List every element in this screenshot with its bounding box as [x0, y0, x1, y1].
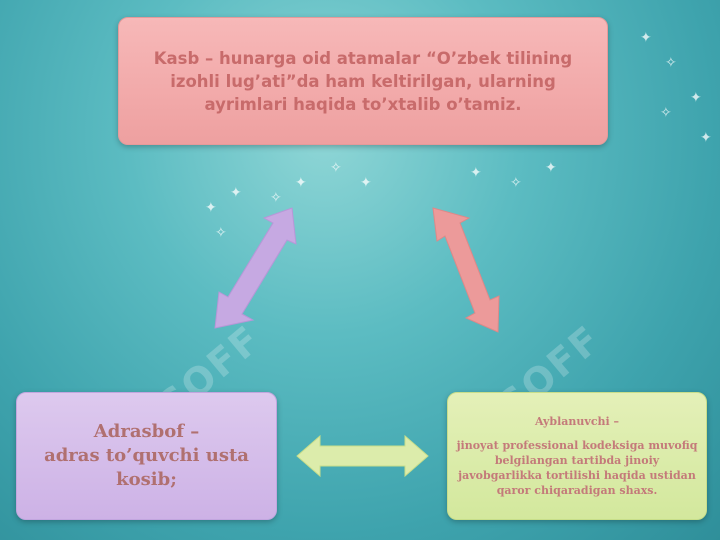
bird-icon: ✦ — [700, 130, 712, 146]
bird-icon: ✦ — [690, 90, 702, 106]
right-node-body: jinoyat professional kodeksiga muvofiq b… — [456, 439, 698, 497]
double-arrow-bottom — [296, 434, 429, 478]
bird-icon: ✦ — [230, 185, 242, 201]
bird-icon: ✧ — [660, 105, 672, 121]
top-node-text: Kasb – hunarga oid atamalar “O’zbek tili… — [153, 48, 573, 114]
bird-icon: ✦ — [205, 200, 217, 216]
bird-icon: ✦ — [545, 160, 557, 176]
bird-icon: ✦ — [295, 175, 307, 191]
bird-icon: ✦ — [470, 165, 482, 181]
left-node-body: adras to’quvchi usta kosib; — [44, 445, 249, 490]
top-node-box: Kasb – hunarga oid atamalar “O’zbek tili… — [118, 17, 608, 145]
bird-icon: ✧ — [510, 175, 522, 191]
bird-icon: ✦ — [360, 175, 372, 191]
bird-icon: ✧ — [665, 55, 677, 71]
right-node-box: Ayblanuvchi – jinoyat professional kodek… — [447, 392, 707, 520]
double-arrow-left — [214, 207, 297, 329]
left-node-title: Adrasbof – — [93, 421, 200, 442]
double-arrow-right — [432, 207, 500, 333]
right-node-title: Ayblanuvchi – — [534, 415, 620, 428]
left-node-box: Adrasbof – adras to’quvchi usta kosib; — [16, 392, 277, 520]
bird-icon: ✦ — [640, 30, 652, 46]
bird-icon: ✧ — [215, 225, 227, 241]
bird-icon: ✧ — [330, 160, 342, 176]
bird-icon: ✧ — [270, 190, 282, 206]
